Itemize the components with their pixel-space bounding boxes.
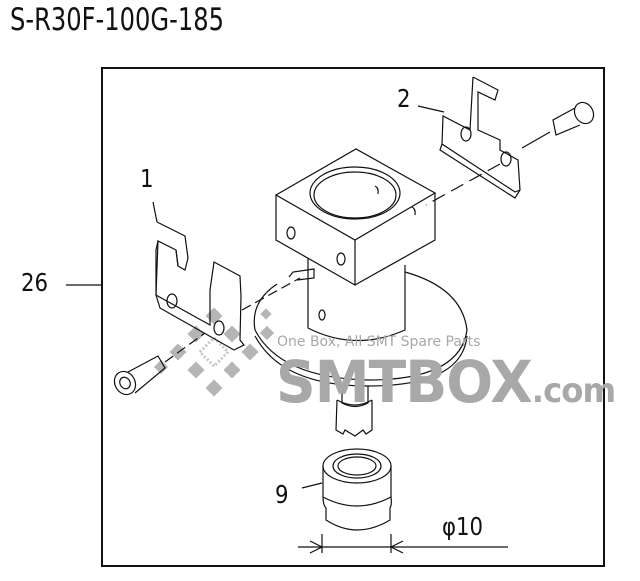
- callout-part-1: 1: [140, 164, 154, 193]
- part-9-bushing: [301, 448, 392, 531]
- watermark-brand-suffix: .com: [531, 371, 616, 411]
- callout-part-9: 9: [275, 480, 289, 509]
- watermark-tagline: One Box, All SMT Spare Parts: [277, 334, 481, 350]
- part-2-bracket: [417, 76, 521, 199]
- watermark-logo-icon: [153, 307, 275, 397]
- dimension-label: φ10: [442, 512, 484, 541]
- screw-left: [113, 332, 206, 396]
- callout-part-2: 2: [397, 84, 411, 113]
- part-number-title: S-R30F-100G-185: [10, 2, 225, 38]
- part-1-bracket: [152, 201, 245, 351]
- callout-part-26: 26: [21, 268, 49, 297]
- watermark-brand-name: SMTBOX: [276, 348, 533, 416]
- screw-right: [425, 101, 595, 206]
- nozzle-holder-block: [274, 148, 437, 287]
- dimension-phi10: [298, 534, 508, 554]
- nozzle-tip: [335, 386, 373, 437]
- drawing-frame: [101, 67, 605, 567]
- watermark-brand: SMTBOX.com: [276, 348, 616, 416]
